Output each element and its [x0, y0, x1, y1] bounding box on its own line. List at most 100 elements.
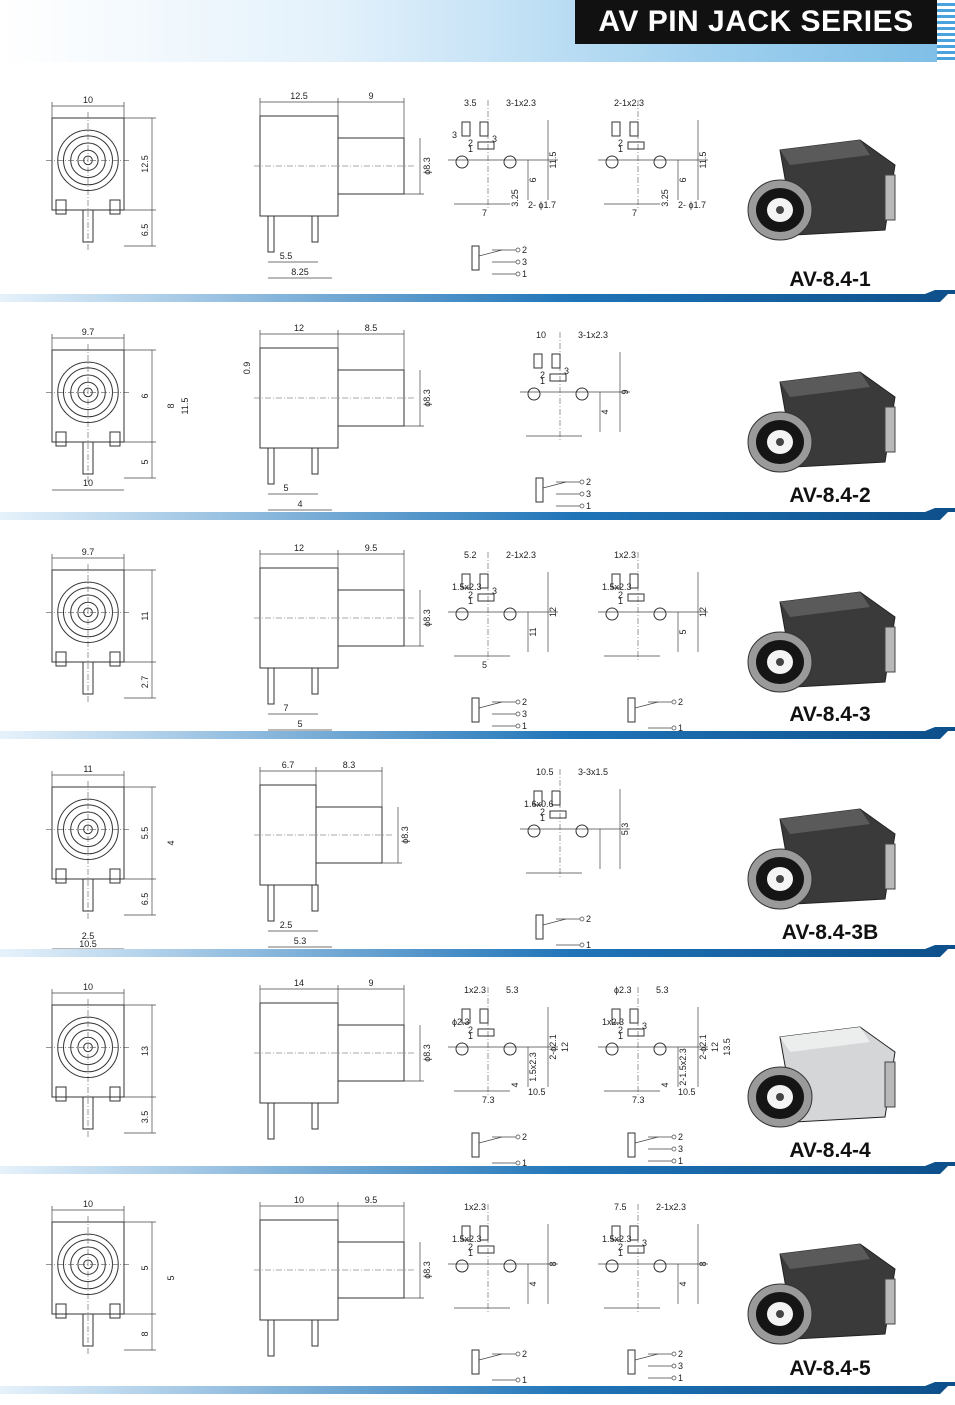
separator-band: [0, 508, 955, 520]
schematic-node: [515, 699, 521, 705]
dim-pcb-d5: 4: [600, 409, 610, 414]
dim-pcb-d1: 1x2.3: [614, 550, 636, 560]
pad-hole: [455, 1042, 469, 1056]
side-plug: [337, 1241, 405, 1299]
photo-jack-center: [776, 1093, 784, 1101]
photo-housing-top: [780, 1027, 870, 1052]
pin-number-1: 1: [468, 144, 473, 154]
side-pin: [267, 215, 275, 253]
dim-pcb-d5: 4: [528, 1281, 538, 1286]
dim-side-top-b: 9: [368, 978, 373, 988]
dim-pcb-d1: 1x2.3: [464, 1202, 486, 1212]
pad-rect: [629, 573, 639, 589]
dim-pcb-d4: 5.3: [620, 823, 630, 836]
schematic-pin-label: 3: [678, 1144, 683, 1154]
photo-jack-center: [776, 875, 784, 883]
schematic-contact: [542, 918, 567, 926]
dim-pcb-d3: 1.5x2.3: [602, 1234, 632, 1244]
dim-side-bottom-b: 5.3: [294, 936, 307, 946]
schematic-node: [671, 699, 677, 705]
dim-side-diameter: ϕ8.3: [422, 157, 432, 175]
pin-number-3: 3: [492, 134, 497, 144]
dim-side-diameter: ϕ8.3: [422, 609, 432, 627]
side-pin: [311, 447, 319, 475]
pin-number-3: 3: [564, 366, 569, 376]
pin-schematic: 231: [471, 245, 527, 279]
pad-hole: [653, 155, 667, 169]
pin-number-2: 2: [540, 370, 545, 380]
schematic-pin-label: 3: [678, 1361, 683, 1371]
dim-front-top: 9.7: [82, 327, 95, 337]
photo-housing-top: [780, 809, 870, 834]
pad-rect: [533, 790, 543, 806]
product-photo: [747, 1243, 896, 1345]
pin-number-2: 2: [618, 1242, 623, 1252]
separator-band: [0, 290, 955, 302]
dim-pcb-d6: 7.3: [482, 1095, 495, 1105]
schematic-node: [515, 271, 521, 277]
pin-number-1: 1: [618, 1248, 623, 1258]
schematic-body: [471, 697, 480, 723]
dim-side-top-b: 8.3: [343, 760, 356, 770]
pin-number-1: 1: [618, 1031, 623, 1041]
dim-front-right-d: 11.5: [180, 398, 190, 415]
dim-pcb-d5: 5: [678, 629, 688, 634]
dim-pcb-d4: 2-ϕ2.1: [698, 1034, 708, 1060]
dim-pcb-d5: 2-1.5x2.3: [678, 1048, 688, 1086]
pin-schematic: 21: [535, 914, 591, 950]
pin-schematic: 21: [471, 1349, 527, 1385]
pad-hole: [503, 1259, 517, 1273]
pad-rect: [551, 353, 561, 369]
dim-front-bottom: 10: [83, 478, 93, 488]
dim-side-bottom-a: 7: [283, 703, 288, 713]
product-photo: [747, 371, 896, 473]
schematic-pin-label: 2: [586, 914, 591, 924]
schematic-body: [471, 245, 480, 271]
dim-front-right-b: 3.5: [140, 1111, 150, 1124]
schematic-node: [579, 503, 585, 509]
pin-number-1: 1: [618, 144, 623, 154]
dim-front-top: 11: [83, 764, 92, 774]
dim-pcb-d1: 7.5: [614, 1202, 627, 1212]
pin-number-3: 3: [492, 586, 497, 596]
pad-rect: [477, 141, 495, 150]
photo-pin: [884, 626, 896, 673]
pad-hole: [605, 1042, 619, 1056]
side-pin: [267, 667, 275, 705]
dim-pcb-d4: 8: [548, 1261, 558, 1266]
dim-side-top-a: 10: [294, 1195, 304, 1205]
side-pin: [267, 1102, 275, 1140]
schematic-pin-label: 2: [678, 697, 683, 707]
schematic-pin-label: 1: [522, 1375, 527, 1385]
dim-side-diameter: ϕ8.3: [422, 1044, 432, 1062]
dim-side-top-a: 12: [294, 543, 304, 553]
pad-rect: [479, 1008, 489, 1024]
schematic-body: [535, 914, 544, 940]
pad-rect: [611, 121, 621, 137]
dim-front-right-b: 2.7: [140, 676, 150, 689]
front-tab: [55, 651, 67, 667]
schematic-node: [515, 1160, 521, 1166]
pad-hole: [503, 607, 517, 621]
pad-rect: [477, 593, 495, 602]
side-plug: [315, 806, 383, 864]
photo-housing-top: [780, 140, 870, 165]
front-tab: [55, 199, 67, 215]
side-pin: [311, 1319, 319, 1347]
dim-pcb-d1: 1x2.3: [464, 985, 486, 995]
front-view: 115.56.542.510.5: [46, 764, 176, 950]
dim-front-top: 9.7: [82, 547, 95, 557]
schematic-node: [515, 1351, 521, 1357]
model-label: AV-8.4-3B: [781, 921, 879, 944]
row-separator: [0, 727, 955, 739]
schematic-body: [535, 477, 544, 503]
dim-side-bottom-a: 2.5: [280, 920, 293, 930]
photo-pin: [884, 1061, 896, 1108]
